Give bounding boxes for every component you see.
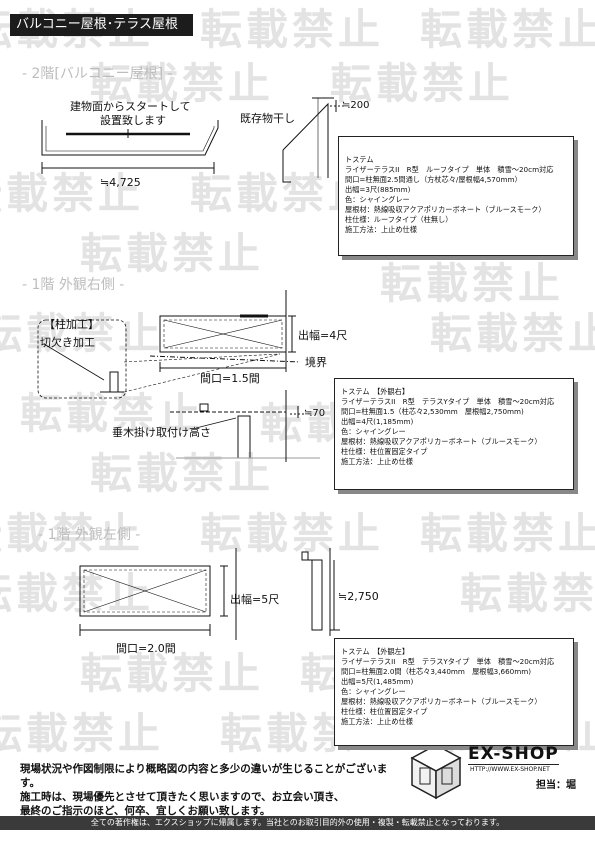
rafter-leader bbox=[195, 417, 237, 429]
spec-line: 柱仕様：ルーフタイプ（柱無し） bbox=[345, 215, 453, 224]
spec-line: トステム bbox=[345, 155, 374, 164]
spec-line: ライザーテラスII R型 ルーフタイプ 単体 積雪～20cm対応 bbox=[345, 165, 554, 174]
notch-label: 切欠き加工 bbox=[40, 336, 95, 349]
spec-line: 屋根材：熱線吸収アクアポリカーボネート（ブルースモーク） bbox=[341, 697, 542, 706]
spec-line: 施工方法：上止め仕様 bbox=[341, 457, 413, 466]
spec-box-1f-left: トステム 【外観左】 ライザーテラスII R型 テラスYタイプ 単体 積雪～20… bbox=[334, 638, 574, 746]
footer-copyright: 全ての著作権は、エクスショップに帰属します。当社とのお取引目的外の使用・複製・転… bbox=[0, 816, 595, 830]
height-dim-label: ≒200 bbox=[342, 100, 370, 111]
spec-box-1f-right: トステム 【外観右】 ライザーテラスII R型 テラスYタイプ 単体 積雪～20… bbox=[334, 378, 574, 490]
balcony-outline bbox=[41, 120, 219, 156]
balcony-inner-outline bbox=[45, 126, 215, 152]
spec-line: 屋根材：熱線吸収アクアポリカーボネート（ブルースモーク） bbox=[345, 205, 546, 214]
notice-line: 現場状況や作図制限により概略図の内容と多少の違いが生じることがございます。 bbox=[20, 763, 388, 789]
note-line1: 建物面からスタートして bbox=[70, 100, 191, 113]
spec-line: 出幅=4尺(1,185mm) bbox=[341, 417, 414, 426]
pillar-side bbox=[237, 415, 251, 459]
pillar-detail-box bbox=[37, 319, 127, 399]
spec-line: 出幅=3尺(885mm) bbox=[345, 185, 411, 194]
brand-url: HTTP://WWW.EX-SHOP.NET bbox=[470, 766, 550, 773]
rafter-label: 垂木掛け取付け高さ bbox=[112, 426, 211, 439]
roof-diagonal bbox=[163, 319, 283, 349]
spec-line: 色：シャイングレー bbox=[341, 427, 406, 436]
gutter bbox=[199, 403, 209, 412]
width-dim-label: 間口=2.0間 bbox=[116, 642, 176, 655]
spec-line: 屋根材：熱線吸収アクアポリカーボネート（ブルースモーク） bbox=[341, 437, 542, 446]
spec-line: 色：シャイングレー bbox=[345, 195, 410, 204]
height-dim-label: ≒70 bbox=[304, 408, 326, 419]
existing-rack-label: 既存物干し bbox=[240, 112, 295, 125]
note-line2: 設置致します bbox=[100, 114, 166, 127]
pillar-side bbox=[311, 559, 323, 631]
spec-line: 出幅=5尺(1,485mm) bbox=[341, 677, 414, 686]
pillar-section bbox=[109, 371, 119, 392]
terrace-roof-left-inner bbox=[83, 569, 207, 613]
roof-diagonal bbox=[83, 569, 207, 613]
spec-line: 間口=柱無面2.0間（柱芯々3,440mm 屋根幅3,660mm) bbox=[341, 667, 532, 676]
spec-line: トステム 【外観左】 bbox=[341, 647, 410, 656]
brand-name: EX-SHOP bbox=[468, 744, 559, 765]
section-label-1f-left: - 1階 外観左側 - bbox=[38, 527, 141, 543]
terrace-roof-right-inner bbox=[163, 319, 283, 349]
rack-post bbox=[282, 150, 291, 183]
spec-line: 施工方法：上止め仕様 bbox=[345, 225, 417, 234]
terrace-roof-left bbox=[79, 565, 211, 617]
notice-line: 最終のご指示のほど、何卒、宜しくお願い致します。 bbox=[20, 805, 271, 817]
section-label-1f-right: - 1階 外観右側 - bbox=[22, 277, 125, 293]
section-label-2f: - 2階[バルコニー屋根] - bbox=[22, 66, 173, 82]
gutter bbox=[301, 551, 309, 561]
spec-line: 施工方法：上止め仕様 bbox=[341, 717, 413, 726]
site-notice: 現場状況や作図制限により概略図の内容と多少の違いが生じることがございます。 施工… bbox=[20, 762, 404, 818]
detail-pointer bbox=[123, 353, 281, 393]
notch-leader bbox=[43, 343, 105, 381]
spec-line: トステム 【外観右】 bbox=[341, 387, 410, 396]
detail-pointer bbox=[123, 353, 281, 363]
ex-shop-logo-icon bbox=[410, 744, 462, 800]
spec-line: 間口=柱無面1.5（柱芯々2,530mm 屋根幅2,750mm) bbox=[341, 407, 524, 416]
depth-dim-label: 出幅=4尺 bbox=[298, 329, 348, 342]
spec-line: 色：シャイングレー bbox=[341, 687, 406, 696]
spec-line: 間口=柱無面2.5間通し（方杖芯々/屋根幅4,570mm） bbox=[345, 175, 522, 184]
depth-dim-label: 出幅=5尺 bbox=[230, 593, 280, 606]
width-dim-label: ≒4,725 bbox=[100, 176, 141, 189]
width-dim-label: 間口=1.5間 bbox=[200, 372, 260, 385]
spec-box-2f: トステム ライザーテラスII R型 ルーフタイプ 単体 積雪～20cm対応 間口… bbox=[338, 136, 574, 256]
pillar-label: 【柱加工】 bbox=[44, 318, 99, 331]
staff-label: 担当：堀 bbox=[536, 780, 576, 791]
height-dim-label: ≒2,750 bbox=[338, 590, 379, 603]
spec-line: ライザーテラスII R型 テラスYタイプ 単体 積雪～20cm対応 bbox=[341, 657, 555, 666]
spec-line: ライザーテラスII R型 テラスYタイプ 単体 積雪～20cm対応 bbox=[341, 397, 555, 406]
notice-line: 施工時は、現場優先とさせて頂きたく思いますので、お立会い頂き、 bbox=[20, 791, 345, 803]
page-title: バルコニー屋根･テラス屋根 bbox=[10, 14, 193, 36]
spec-line: 柱仕様：柱位置固定タイプ bbox=[341, 447, 428, 456]
rack-frame bbox=[282, 102, 329, 178]
spec-line: 柱仕様：柱位置固定タイプ bbox=[341, 707, 428, 716]
boundary-label: 境界 bbox=[305, 356, 327, 369]
